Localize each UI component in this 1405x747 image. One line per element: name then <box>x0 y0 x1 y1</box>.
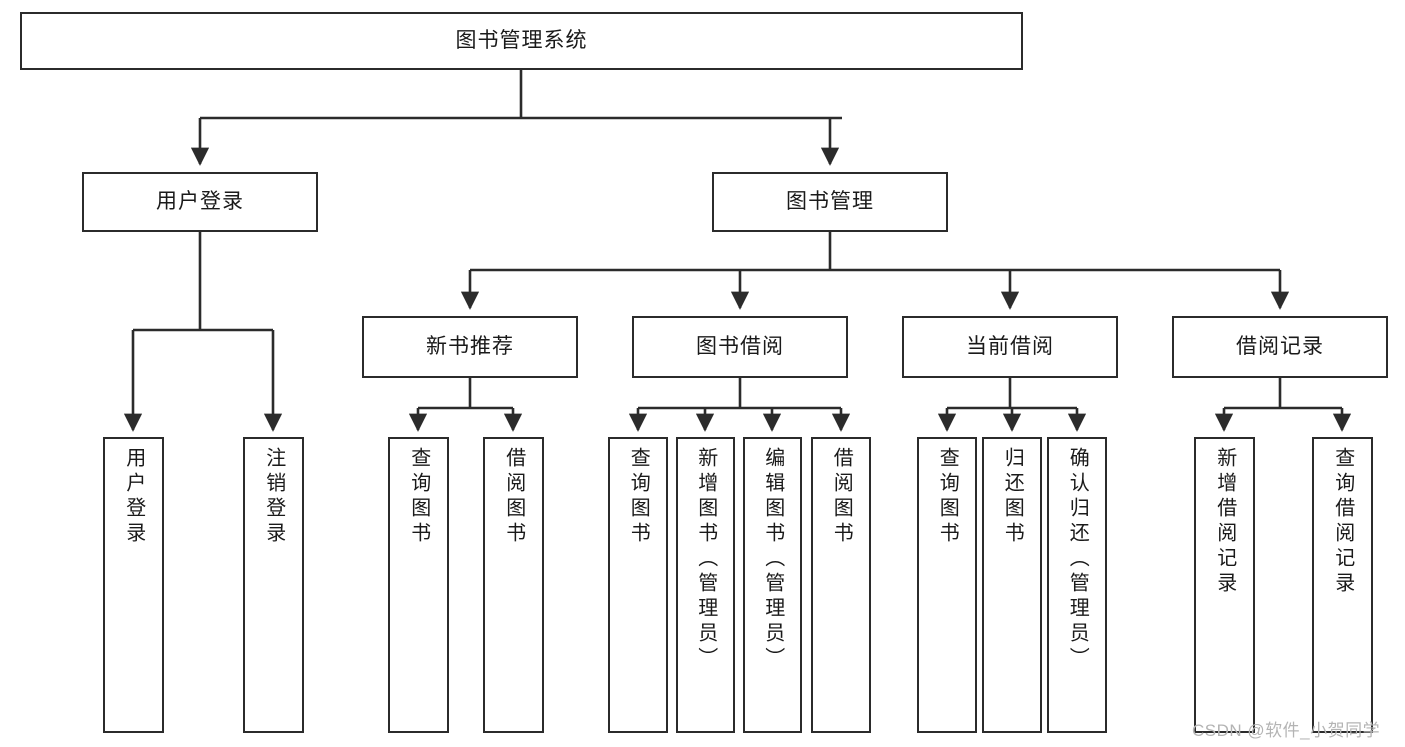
node-book-borrow[interactable]: 图书借阅 <box>632 316 848 378</box>
node-new-book-recommend[interactable]: 新书推荐 <box>362 316 578 378</box>
node-leaf-return-book-label: 归还图书 <box>1001 447 1024 547</box>
node-current-borrow-label: 当前借阅 <box>966 335 1054 359</box>
node-leaf-query-book-2-label: 查询图书 <box>627 447 650 547</box>
node-leaf-add-book[interactable]: 新增图书（管理员） <box>676 437 735 733</box>
node-leaf-query-record-label: 查询借阅记录 <box>1331 447 1354 597</box>
node-current-borrow[interactable]: 当前借阅 <box>902 316 1118 378</box>
node-borrow-record-label: 借阅记录 <box>1236 335 1324 359</box>
node-leaf-query-book-3[interactable]: 查询图书 <box>917 437 977 733</box>
node-new-book-recommend-label: 新书推荐 <box>426 335 514 359</box>
node-leaf-borrow-book-1[interactable]: 借阅图书 <box>483 437 544 733</box>
node-root[interactable]: 图书管理系统 <box>20 12 1023 70</box>
node-leaf-borrow-book-2[interactable]: 借阅图书 <box>811 437 871 733</box>
node-leaf-query-book-1[interactable]: 查询图书 <box>388 437 449 733</box>
node-leaf-logout[interactable]: 注销登录 <box>243 437 304 733</box>
node-leaf-query-record[interactable]: 查询借阅记录 <box>1312 437 1373 733</box>
node-leaf-borrow-book-2-label: 借阅图书 <box>830 447 853 547</box>
node-leaf-confirm-return-label: 确认归还（管理员） <box>1066 447 1089 672</box>
node-book-manage[interactable]: 图书管理 <box>712 172 948 232</box>
node-borrow-record[interactable]: 借阅记录 <box>1172 316 1388 378</box>
node-leaf-user-login-label: 用户登录 <box>122 447 145 547</box>
node-user-login-label: 用户登录 <box>156 190 244 214</box>
edges-book-manage <box>460 232 1290 310</box>
csdn-watermark: CSDN @软件_小贺同学 <box>1192 721 1381 740</box>
node-leaf-query-book-2[interactable]: 查询图书 <box>608 437 668 733</box>
node-root-label: 图书管理系统 <box>455 29 588 53</box>
edges-current-borrow <box>937 378 1087 432</box>
node-leaf-user-login[interactable]: 用户登录 <box>103 437 164 733</box>
node-leaf-query-book-3-label: 查询图书 <box>936 447 959 547</box>
node-leaf-logout-label: 注销登录 <box>262 447 285 547</box>
node-leaf-add-record[interactable]: 新增借阅记录 <box>1194 437 1255 733</box>
node-user-login[interactable]: 用户登录 <box>82 172 318 232</box>
node-leaf-return-book[interactable]: 归还图书 <box>982 437 1042 733</box>
node-leaf-edit-book[interactable]: 编辑图书（管理员） <box>743 437 802 733</box>
node-leaf-edit-book-label: 编辑图书（管理员） <box>761 447 784 672</box>
node-book-borrow-label: 图书借阅 <box>696 335 784 359</box>
edges-book-borrow <box>628 378 851 432</box>
node-leaf-add-book-label: 新增图书（管理员） <box>694 447 717 672</box>
node-book-manage-label: 图书管理 <box>786 190 874 214</box>
edges-borrow-record <box>1214 378 1352 432</box>
edges-new-book-recommend <box>408 378 523 432</box>
edges-user-login <box>123 232 283 432</box>
edges-root <box>190 70 842 166</box>
node-leaf-query-book-1-label: 查询图书 <box>407 447 430 547</box>
node-leaf-confirm-return[interactable]: 确认归还（管理员） <box>1047 437 1107 733</box>
node-leaf-add-record-label: 新增借阅记录 <box>1213 447 1236 597</box>
node-leaf-borrow-book-1-label: 借阅图书 <box>502 447 525 547</box>
